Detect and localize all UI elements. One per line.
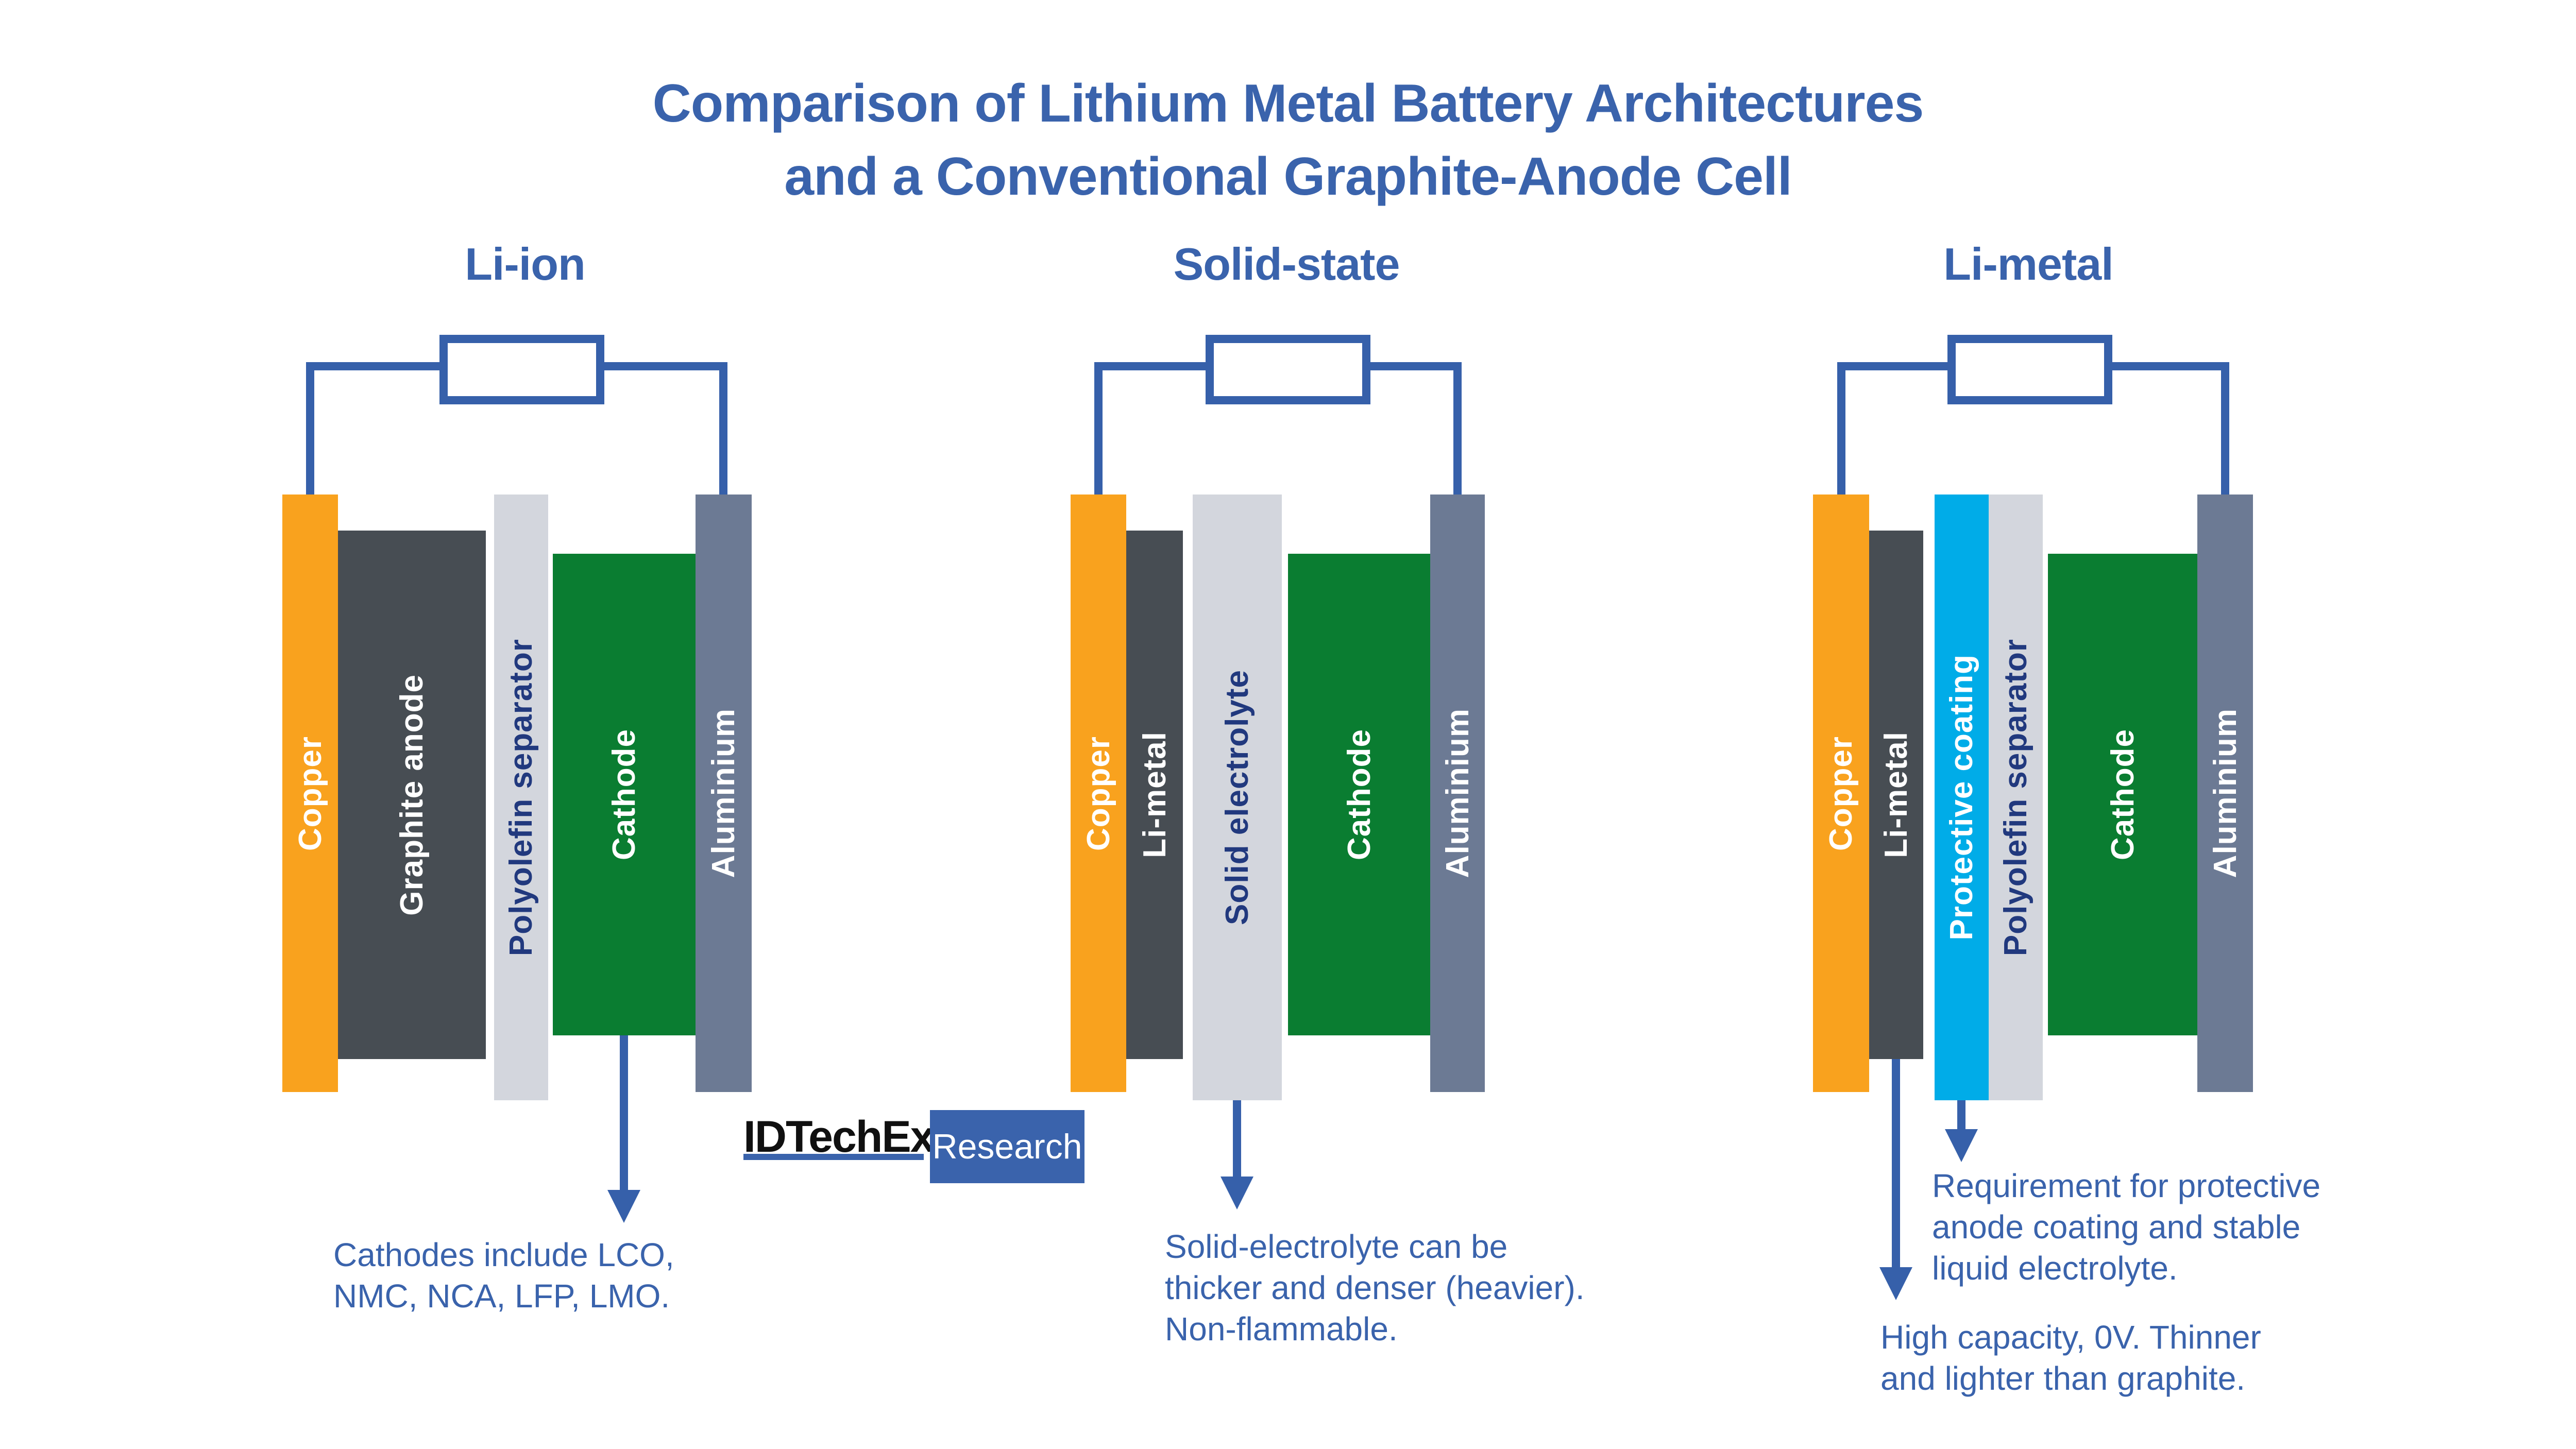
annotation-solid-state-line1: Solid-electrolyte can be [1165,1228,1508,1265]
wire-right-horizontal-solid-state [1370,362,1462,370]
wire-right-vertical-solid-state [1453,362,1462,495]
limetal-arrow-head-li-metal [1879,1267,1912,1300]
annotation-li-metal-coating-line3: liquid electrolyte. [1932,1250,2178,1287]
layer-solid-state-li-metal: Li-metal [1126,531,1183,1059]
resistor-symbol-solid-state [1206,335,1370,404]
layer-li-ion-cathode: Cathode [553,554,696,1035]
wire-right-vertical-li-ion [719,362,727,495]
layer-label-li-metal-li-metal: Li-metal [1878,731,1914,858]
coating-arrow-head-li-metal [1945,1129,1978,1162]
layer-label-solid-state-aluminium: Aluminium [1439,708,1476,878]
resistor-symbol-li-metal [1947,335,2112,404]
heading-li-metal: Li-metal [1943,238,2113,289]
annotation-li-ion-line1: Cathodes include LCO, [333,1236,674,1273]
layer-label-solid-state-copper: Copper [1080,736,1116,851]
layer-label-li-metal-cathode: Cathode [2105,729,2141,860]
idtechex-logo-research-box: Research [930,1110,1084,1183]
layer-solid-state-copper: Copper [1071,495,1126,1092]
wire-left-vertical-li-metal [1837,362,1845,495]
layer-label-solid-state-li-metal: Li-metal [1137,731,1173,858]
heading-solid-state: Solid-state [1173,238,1400,289]
layer-label-li-ion-aluminium: Aluminium [706,708,741,878]
wire-right-horizontal-li-ion [604,362,727,370]
layer-label-li-ion-polyolefin-separator: Polyolefin separator [503,638,539,957]
annotation-li-metal-capacity-line2: and lighter than graphite. [1880,1360,2246,1397]
annotation-li-metal-coating-line2: anode coating and stable [1932,1208,2301,1246]
wire-left-horizontal-li-ion [306,362,439,370]
electrolyte-arrow-head-solid-state [1221,1177,1253,1209]
wire-left-horizontal-solid-state [1094,362,1206,370]
layer-solid-state-solid-electrolyte: Solid electrolyte [1193,495,1282,1100]
layer-label-li-metal-copper: Copper [1823,736,1859,851]
layer-label-li-metal-aluminium: Aluminium [2207,708,2243,878]
layer-li-metal-protective-coating: Protective coating [1935,495,1989,1100]
page-title-line2: and a Conventional Graphite-Anode Cell [784,147,1792,207]
annotation-li-metal-coating-line1: Requirement for protective [1932,1167,2321,1204]
wire-left-vertical-solid-state [1094,362,1103,495]
electrolyte-arrow-line-solid-state [1233,1100,1241,1177]
layer-li-metal-aluminium: Aluminium [2197,495,2253,1092]
heading-li-ion: Li-ion [465,238,585,289]
layer-label-li-ion-copper: Copper [292,736,328,851]
coating-arrow-line-li-metal [1957,1100,1965,1129]
wire-left-horizontal-li-metal [1837,362,1947,370]
annotation-solid-state: Solid-electrolyte can be thicker and den… [1165,1226,1585,1350]
layer-li-metal-copper: Copper [1813,495,1869,1092]
idtechex-logo-brand: IDTechEx [743,1112,935,1162]
layer-li-ion-aluminium: Aluminium [696,495,752,1092]
page-title: Comparison of Lithium Metal Battery Arch… [258,67,2318,213]
layer-li-metal-polyolefin-separator: Polyolefin separator [1989,495,2043,1100]
wire-right-vertical-li-metal [2221,362,2229,495]
layer-label-li-metal-polyolefin-separator: Polyolefin separator [1998,638,2033,957]
annotation-li-ion-cathodes: Cathodes include LCO, NMC, NCA, LFP, LMO… [333,1234,674,1317]
wire-left-vertical-li-ion [306,362,314,495]
layer-solid-state-cathode: Cathode [1288,554,1430,1035]
page-title-line1: Comparison of Lithium Metal Battery Arch… [652,74,1924,133]
layer-label-li-ion-graphite-anode: Graphite anode [394,674,430,916]
layer-label-solid-state-cathode: Cathode [1341,729,1377,860]
idtechex-logo-underline [743,1154,924,1160]
annotation-li-metal-capacity: High capacity, 0V. Thinner and lighter t… [1880,1317,2261,1399]
layer-label-li-metal-protective-coating: Protective coating [1944,654,1979,941]
annotation-li-metal-coating: Requirement for protective anode coating… [1932,1165,2320,1289]
idtechex-logo-research-label: Research [932,1127,1082,1166]
annotation-solid-state-line2: thicker and denser (heavier). [1165,1269,1585,1306]
limetal-arrow-line-li-metal [1892,1059,1900,1267]
layer-solid-state-aluminium: Aluminium [1430,495,1485,1092]
layer-li-metal-li-metal: Li-metal [1869,531,1923,1059]
cathode-arrow-head-li-ion [607,1190,640,1223]
layer-li-ion-graphite-anode: Graphite anode [338,531,486,1059]
layer-label-solid-state-solid-electrolyte: Solid electrolyte [1219,670,1255,925]
wire-right-horizontal-li-metal [2112,362,2229,370]
layer-li-metal-cathode: Cathode [2048,554,2197,1035]
annotation-li-metal-capacity-line1: High capacity, 0V. Thinner [1880,1319,2261,1356]
layer-li-ion-copper: Copper [282,495,338,1092]
annotation-li-ion-line2: NMC, NCA, LFP, LMO. [333,1277,670,1315]
resistor-symbol-li-ion [439,335,604,404]
cathode-arrow-line-li-ion [620,1035,628,1190]
layer-label-li-ion-cathode: Cathode [606,729,642,860]
annotation-solid-state-line3: Non-flammable. [1165,1310,1398,1348]
layer-li-ion-polyolefin-separator: Polyolefin separator [494,495,548,1100]
